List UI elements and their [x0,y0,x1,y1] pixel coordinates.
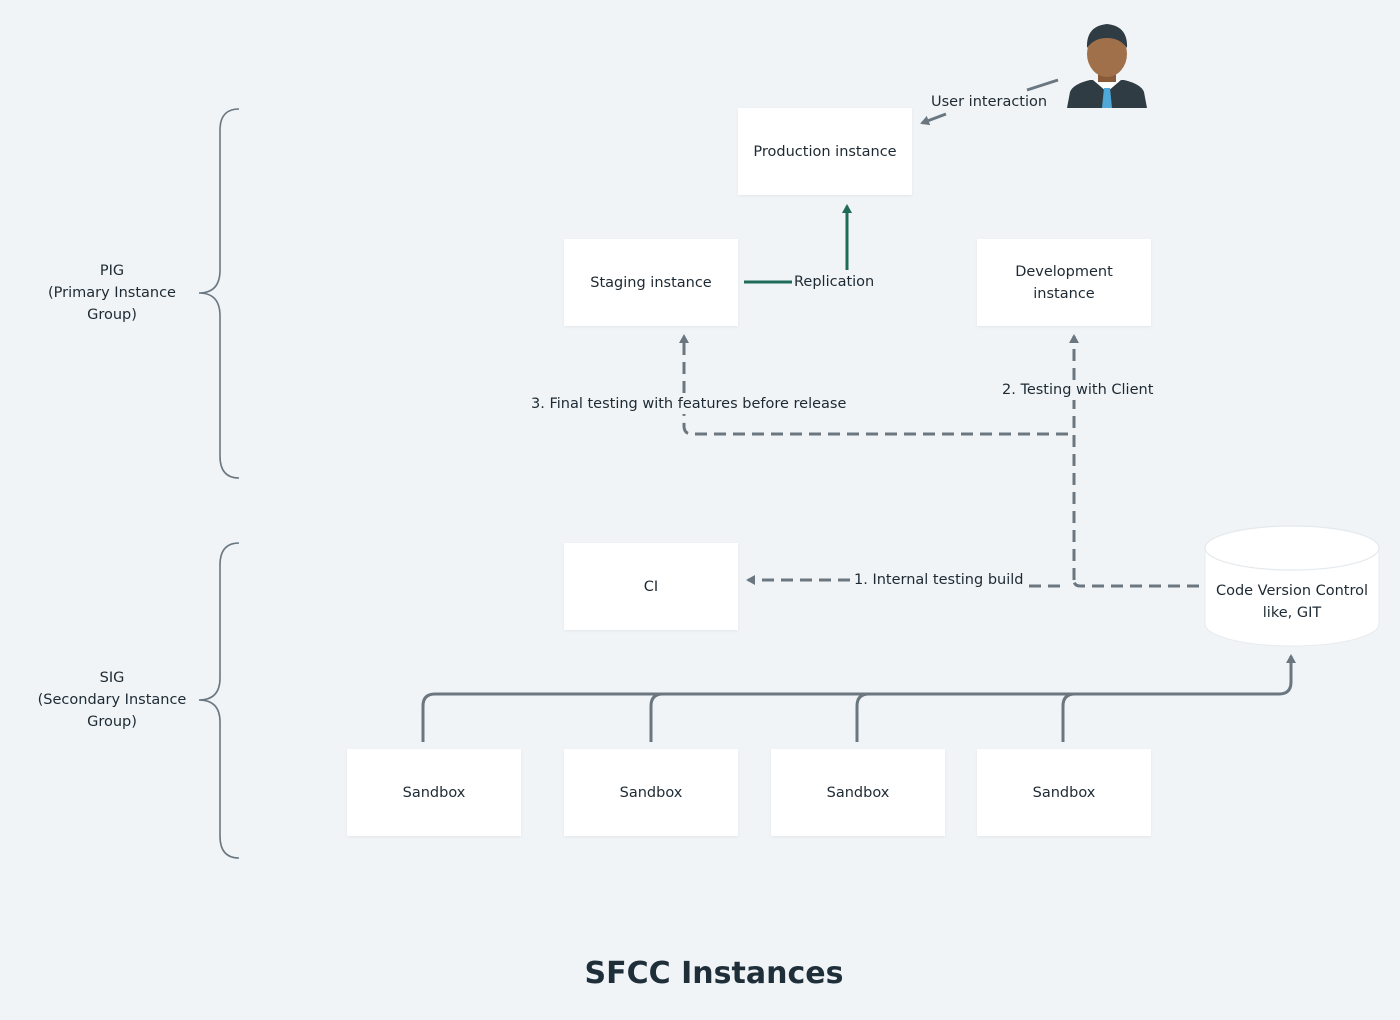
sig-group-label: SIG (Secondary Instance Group) [37,670,187,730]
pig-group-label: PIG (Primary Instance Group) [48,263,176,323]
sandbox-3-drop [855,692,870,742]
ci-box: CI [564,543,738,630]
staging-instance-box: Staging instance [564,239,738,326]
vcs-cylinder [1204,525,1380,647]
sandbox-2-drop [649,692,664,742]
internal-build-label: 1. Internal testing build [854,572,1024,588]
testing-client-label: 2. Testing with Client [1002,382,1154,398]
sandbox-box: Sandbox [771,749,945,836]
user-interaction-arrow [920,112,947,126]
diagram-title: SFCC Instances [584,956,844,991]
replication-label: Replication [794,274,875,290]
staging-branch [682,414,1068,436]
sandbox-box: Sandbox [977,749,1151,836]
sig-brace [198,542,240,859]
pig-brace [198,108,240,479]
sandbox-box: Sandbox [347,749,521,836]
user-interaction-label: User interaction [931,94,1048,110]
final-testing-label: 3. Final testing with features before re… [531,396,847,412]
person-icon [1067,24,1147,108]
sandbox-bus [421,654,1296,742]
vcs-to-ci-path [1072,579,1199,588]
sandbox-4-drop [1061,692,1076,742]
sandbox-box: Sandbox [564,749,738,836]
production-instance-box: Production instance [738,108,912,195]
user-interaction-line-a [1026,78,1059,92]
development-instance-box: Development instance [977,239,1151,326]
vcs-label: Code Version Control like, GIT [1215,583,1369,621]
